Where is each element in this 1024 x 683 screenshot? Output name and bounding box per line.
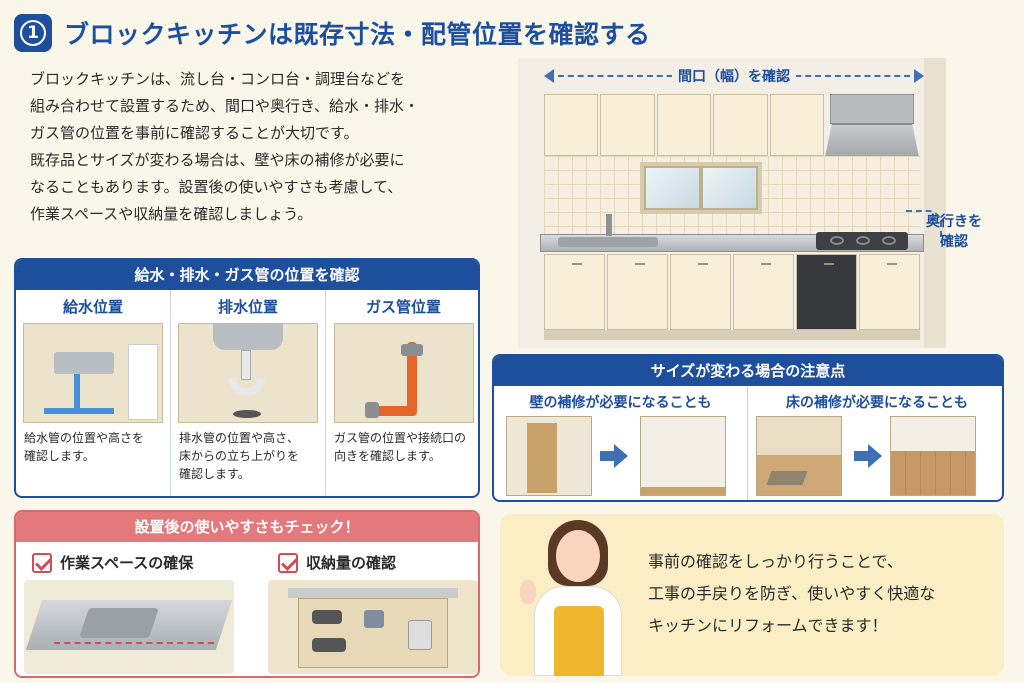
kitchen-window — [640, 162, 762, 214]
sink — [558, 237, 658, 247]
drainage-column: 排水位置 排水管の位置や高さ、床からの立ち上がりを確認します。 — [171, 290, 326, 496]
floor-after-image — [890, 416, 976, 496]
gas-pipe-heading: ガス管位置 — [365, 298, 441, 316]
range-hood — [824, 94, 920, 162]
width-label: 間口（幅）を確認 — [672, 66, 796, 86]
pipes-panel-title: 給水・排水・ガス管の位置を確認 — [16, 260, 478, 290]
size-change-title: サイズが変わる場合の注意点 — [494, 356, 1002, 386]
depth-label-line: 確認 — [940, 234, 968, 250]
gas-pipe-image — [333, 323, 474, 423]
usability-panel: 設置後の使いやすさもチェック！ 作業スペースの確保 収納量の確認 — [14, 510, 480, 678]
floor-repair-section: 床の補修が必要になることも — [750, 386, 1002, 500]
desc-line: 確認します。 — [179, 467, 250, 481]
check-item-workspace: 作業スペースの確保 — [32, 552, 193, 573]
check-item-label: 作業スペースの確保 — [60, 554, 194, 572]
message-line: キッチンにリフォームできます！ — [648, 616, 888, 635]
usability-title: 設置後の使いやすさもチェック！ — [16, 512, 478, 542]
checkbox-icon — [32, 552, 52, 573]
woman-pointing-illustration — [520, 520, 630, 676]
wall-after-image — [640, 416, 726, 496]
water-supply-desc: 給水管の位置や高さを確認します。 — [16, 423, 170, 465]
size-change-panel: サイズが変わる場合の注意点 壁の補修が必要になることも 床の補修が必要になること… — [492, 354, 1004, 502]
intro-line: 作業スペースや収納量を確認しましょう。 — [30, 205, 313, 223]
width-dimension: 間口（幅）を確認 — [544, 66, 924, 86]
water-supply-column: 給水位置 給水管の位置や高さを確認します。 — [16, 290, 171, 496]
arrow-right-icon — [600, 444, 628, 468]
intro-line: ブロックキッチンは、流し台・コンロ台・調理台などを — [30, 70, 406, 88]
section-number-badge: 1 — [14, 14, 52, 52]
drainage-desc: 排水管の位置や高さ、床からの立ち上がりを確認します。 — [171, 423, 325, 483]
wall-repair-heading: 壁の補修が必要になることも — [529, 395, 712, 411]
checkbox-icon — [278, 552, 298, 573]
water-supply-heading: 給水位置 — [62, 298, 123, 316]
desc-line: 床からの立ち上がりを — [179, 449, 300, 463]
intro-line: 既存品とサイズが変わる場合は、壁や床の補修が必要に — [30, 151, 405, 169]
intro-line: なることもあります。設置後の使いやすさも考慮して、 — [30, 178, 403, 196]
section-number: 1 — [20, 20, 46, 46]
closing-message: 事前の確認をしっかり行うことで、 工事の手戻りを防ぎ、使いやすく快適な キッチン… — [500, 514, 1004, 676]
depth-label: 奥行きを 確認 — [914, 212, 994, 252]
section-header: 1 ブロックキッチンは既存寸法・配管位置を確認する — [14, 14, 651, 52]
wall-repair-section: 壁の補修が必要になることも — [494, 386, 748, 500]
lower-cabinets — [544, 254, 920, 330]
plinth — [544, 330, 920, 340]
desc-line: 給水管の位置や高さを — [24, 431, 145, 445]
desc-line: 確認します。 — [24, 449, 95, 463]
drainage-image — [178, 323, 318, 423]
pipes-panel: 給水・排水・ガス管の位置を確認 給水位置 給水管の位置や高さを確認します。 排水… — [14, 258, 480, 498]
faucet-icon — [606, 214, 612, 236]
message-line: 事前の確認をしっかり行うことで、 — [648, 552, 903, 571]
intro-line: ガス管の位置を事前に確認することが大切です。 — [30, 124, 359, 142]
gas-stove — [816, 232, 908, 250]
message-line: 工事の手戻りを防ぎ、使いやすく快適な — [648, 584, 936, 603]
upper-cabinets — [544, 94, 825, 156]
check-item-label: 収納量の確認 — [306, 554, 397, 572]
depth-label-line: 奥行きを — [926, 214, 982, 230]
page-title: ブロックキッチンは既存寸法・配管位置を確認する — [64, 20, 651, 49]
message-text: 事前の確認をしっかり行うことで、 工事の手戻りを防ぎ、使いやすく快適な キッチン… — [648, 546, 935, 642]
gas-pipe-column: ガス管位置 ガス管の位置や接続口の向きを確認します。 — [326, 290, 478, 496]
arrow-right-icon — [854, 444, 882, 468]
desc-line: 向きを確認します。 — [334, 449, 441, 463]
workspace-image — [24, 580, 234, 674]
desc-line: 排水管の位置や高さ、 — [179, 431, 300, 445]
depth-arrow-icon — [906, 210, 942, 238]
check-item-storage: 収納量の確認 — [278, 552, 396, 573]
intro-line: 組み合わせて設置するため、間口や奥行き、給水・排水・ — [30, 97, 419, 115]
floor-before-image — [756, 416, 842, 496]
storage-image — [268, 580, 478, 674]
desc-line: ガス管の位置や接続口の — [334, 431, 467, 445]
water-supply-image — [23, 323, 163, 423]
kitchen-illustration: 間口（幅）を確認 — [518, 58, 946, 348]
floor-repair-heading: 床の補修が必要になることも — [786, 395, 968, 411]
gas-pipe-desc: ガス管の位置や接続口の向きを確認します。 — [326, 423, 478, 465]
wall-before-image — [506, 416, 592, 496]
drainage-heading: 排水位置 — [217, 298, 278, 316]
intro-text: ブロックキッチンは、流し台・コンロ台・調理台などを 組み合わせて設置するため、間… — [30, 66, 500, 228]
